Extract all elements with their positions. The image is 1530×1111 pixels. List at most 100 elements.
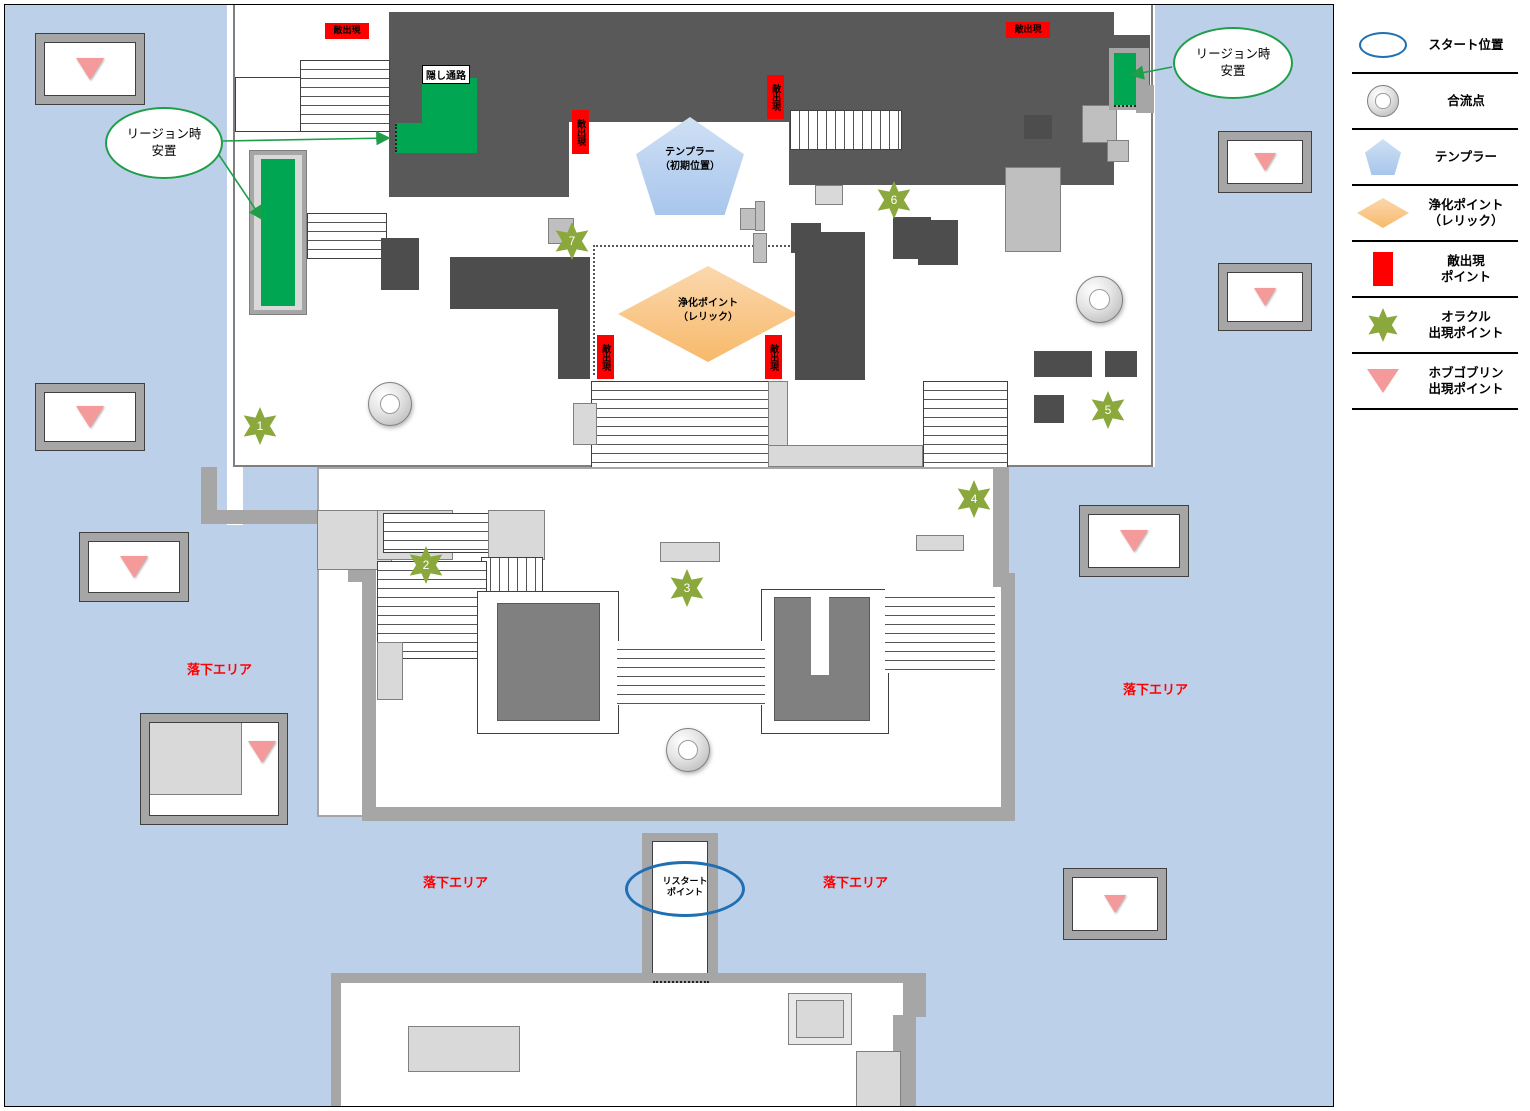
pink-triangle-icon (1367, 369, 1399, 393)
ring-icon (1367, 85, 1399, 117)
fall-area-label-2: 落下エリア (1123, 682, 1189, 697)
legend-icon-hobgoblin (1352, 369, 1414, 393)
dark-tile-upper-right-b (918, 220, 958, 265)
stairs-center-right (923, 381, 1008, 471)
stairs-left-mid (307, 213, 387, 259)
pink-triangle-icon (76, 58, 104, 80)
legend-row-start-position: スタート位置 (1352, 18, 1518, 74)
legend-label-oracle: オラクル 出現ポイント (1428, 309, 1504, 340)
center-room-dark-fill (497, 603, 600, 721)
lower-right-wall (993, 467, 1009, 585)
stairs-center-big (591, 381, 769, 471)
top-left-room-a (235, 77, 301, 132)
pad-lower-left-d (377, 642, 403, 700)
legend-icon-merge (1352, 85, 1414, 117)
legend-icon-oracle (1352, 308, 1414, 342)
merge-point-3 (666, 728, 710, 772)
dark-tile-mid-right-c (1034, 395, 1064, 423)
templar-label-line2: （初期位置） (660, 161, 720, 172)
legend-panel: スタート位置 合流点 テンプラー 浄化ポイント （レリック） 敵出現 ポイント (1352, 18, 1518, 410)
right-safe-wall-step (1136, 85, 1154, 113)
legend-label-templar: テンプラー (1434, 149, 1498, 164)
hob-inner (149, 722, 279, 816)
oracle-point-1: 1 (241, 407, 279, 445)
pink-triangle-icon (1254, 288, 1276, 306)
lower-left-step-g (362, 568, 376, 820)
tile-upper-right-a (815, 185, 843, 205)
legend-icon-templar (1352, 139, 1414, 175)
stairs-corridor-center (617, 641, 765, 705)
oracle-point-7: 7 (553, 222, 591, 260)
enemy-point-4: 敵出現 (1006, 22, 1050, 38)
left-safe-green (261, 159, 295, 306)
legend-label-merge: 合流点 (1447, 93, 1485, 108)
pink-triangle-icon (1104, 895, 1126, 913)
enemy-point-3: 敵出現 (767, 75, 784, 119)
right-safe-green (1114, 53, 1136, 105)
restart-label-line1: リスタート (662, 876, 708, 886)
pad-right-small (916, 535, 964, 551)
hobgoblin-box-4 (140, 713, 288, 825)
merge-point-1 (368, 382, 412, 426)
hobgoblin-box-2 (35, 383, 145, 451)
oracle-number: 2 (422, 558, 430, 572)
oracle-point-4: 4 (955, 480, 993, 518)
templar-label-line1: テンプラー (665, 147, 715, 158)
pad-center-small (660, 542, 720, 562)
tile-upper-right-d (1107, 140, 1129, 162)
bottom-room-box-inner (796, 1000, 844, 1038)
hob-grey-fill (150, 723, 242, 795)
callout-left-line1: リージョン時 (126, 127, 202, 142)
pad-lower-left-c (488, 510, 545, 560)
hob-inner (1227, 140, 1303, 184)
pink-triangle-icon (248, 741, 276, 763)
stairs-top-left (300, 60, 390, 132)
pink-triangle-icon (1254, 153, 1276, 171)
legend-row-oracle: オラクル 出現ポイント (1352, 298, 1518, 354)
bottom-room-right-corner (916, 1017, 928, 1106)
templar-marker-wrap: テンプラー （初期位置） (636, 117, 744, 215)
start-position-ellipse (625, 861, 745, 917)
hidden-passage-label: 隠し通路 (422, 65, 470, 84)
oracle-number: 3 (683, 581, 691, 595)
hobgoblin-box-1 (35, 33, 145, 105)
hidden-passage-entry-dots (395, 124, 397, 152)
hobgoblin-box-3 (79, 532, 189, 602)
lower-floor-bottom-wall (362, 807, 1012, 821)
right-safe-entry-dots (1114, 105, 1136, 107)
tile-right-of-templar-c (755, 201, 765, 231)
right-room-u-slot (811, 597, 829, 675)
hob-inner (88, 541, 180, 593)
legend-label-relic: 浄化ポイント （レリック） (1428, 197, 1504, 228)
oracle-number: 4 (970, 492, 978, 506)
hob-inner (1072, 877, 1158, 931)
relic-label-line2: （レリック） (678, 312, 738, 323)
relic-zone-dotted-top (593, 245, 793, 247)
enemy-point-6: 敵出現 (765, 335, 782, 379)
red-bar-icon (1373, 252, 1393, 286)
central-dark-L-stem (558, 257, 590, 379)
stairs-upper-right-vertical (790, 110, 902, 150)
oracle-point-3: 3 (668, 569, 706, 607)
enemy-point-5: 敵出現 (597, 335, 614, 379)
legend-icon-enemy (1352, 252, 1414, 286)
stairs-lower-left-vert (481, 557, 543, 595)
restart-entry-dots (653, 981, 709, 983)
map-frame: 隠し通路 テンプラー （初期位置） (4, 4, 1334, 1107)
legend-row-enemy-point: 敵出現 ポイント (1352, 242, 1518, 298)
dark-tile-mid-right-a (1034, 351, 1092, 377)
lower-right-wall-lower (1001, 573, 1015, 821)
hobgoblin-box-6 (1218, 263, 1312, 331)
bottom-room-pad-right (856, 1051, 901, 1106)
lower-left-step-a (201, 467, 217, 517)
hob-inner (1088, 514, 1180, 568)
hobgoblin-box-5 (1218, 131, 1312, 193)
ellipse-blue-icon (1359, 32, 1407, 58)
dark-tile-upper-right-d (1024, 115, 1052, 139)
dark-block-left-mid (381, 238, 419, 290)
green-star-icon (1368, 308, 1398, 342)
hobgoblin-box-7 (1079, 505, 1189, 577)
relic-label-line1: 浄化ポイント (678, 298, 738, 309)
hob-inner (44, 42, 136, 96)
